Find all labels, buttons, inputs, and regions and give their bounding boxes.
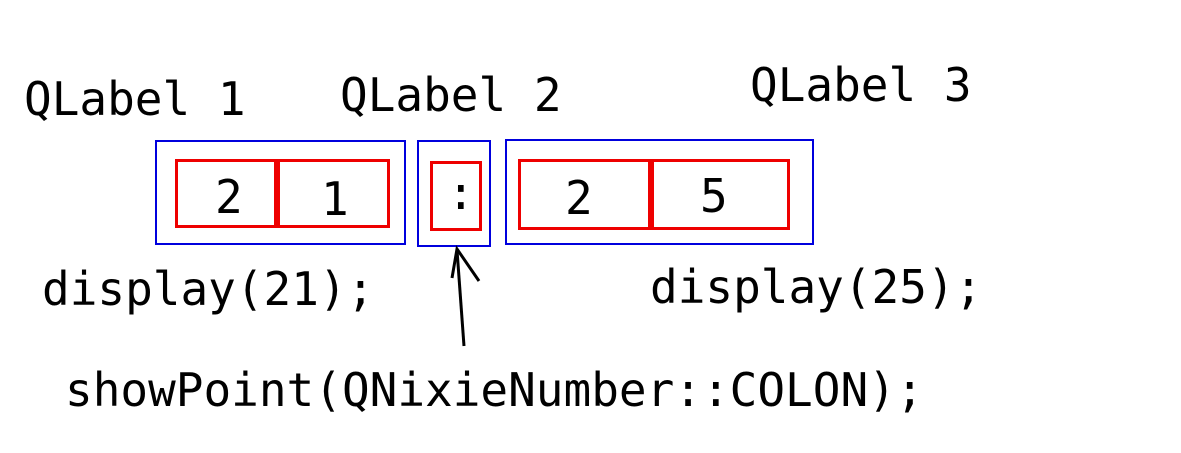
qlabel-3-box: 2 5 <box>505 139 814 245</box>
arrow-head <box>450 245 481 282</box>
digit-cell <box>518 159 651 230</box>
qlabel-2-title: QLabel 2 <box>340 68 562 122</box>
digit-cell <box>277 159 390 228</box>
separator-cell <box>430 161 482 231</box>
digit-minutes-tens: 2 <box>565 171 593 225</box>
arrow-shaft <box>455 249 466 347</box>
qlabel-2-box: : <box>417 140 491 247</box>
display-25-caption: display(25); <box>650 260 983 314</box>
digit-cell <box>651 159 790 230</box>
digit-minutes-ones: 5 <box>700 169 728 223</box>
show-point-caption: showPoint(QNixieNumber::COLON); <box>65 363 924 417</box>
digit-hours-ones: 1 <box>321 172 349 226</box>
qlabel-1-title: QLabel 1 <box>24 72 246 126</box>
qlabel-3-title: QLabel 3 <box>750 58 972 112</box>
display-21-caption: display(21); <box>42 262 375 316</box>
qlabel-1-box: 2 1 <box>155 140 406 245</box>
digit-hours-tens: 2 <box>215 170 243 224</box>
digit-cell <box>175 159 277 228</box>
separator-colon: : <box>447 166 475 220</box>
